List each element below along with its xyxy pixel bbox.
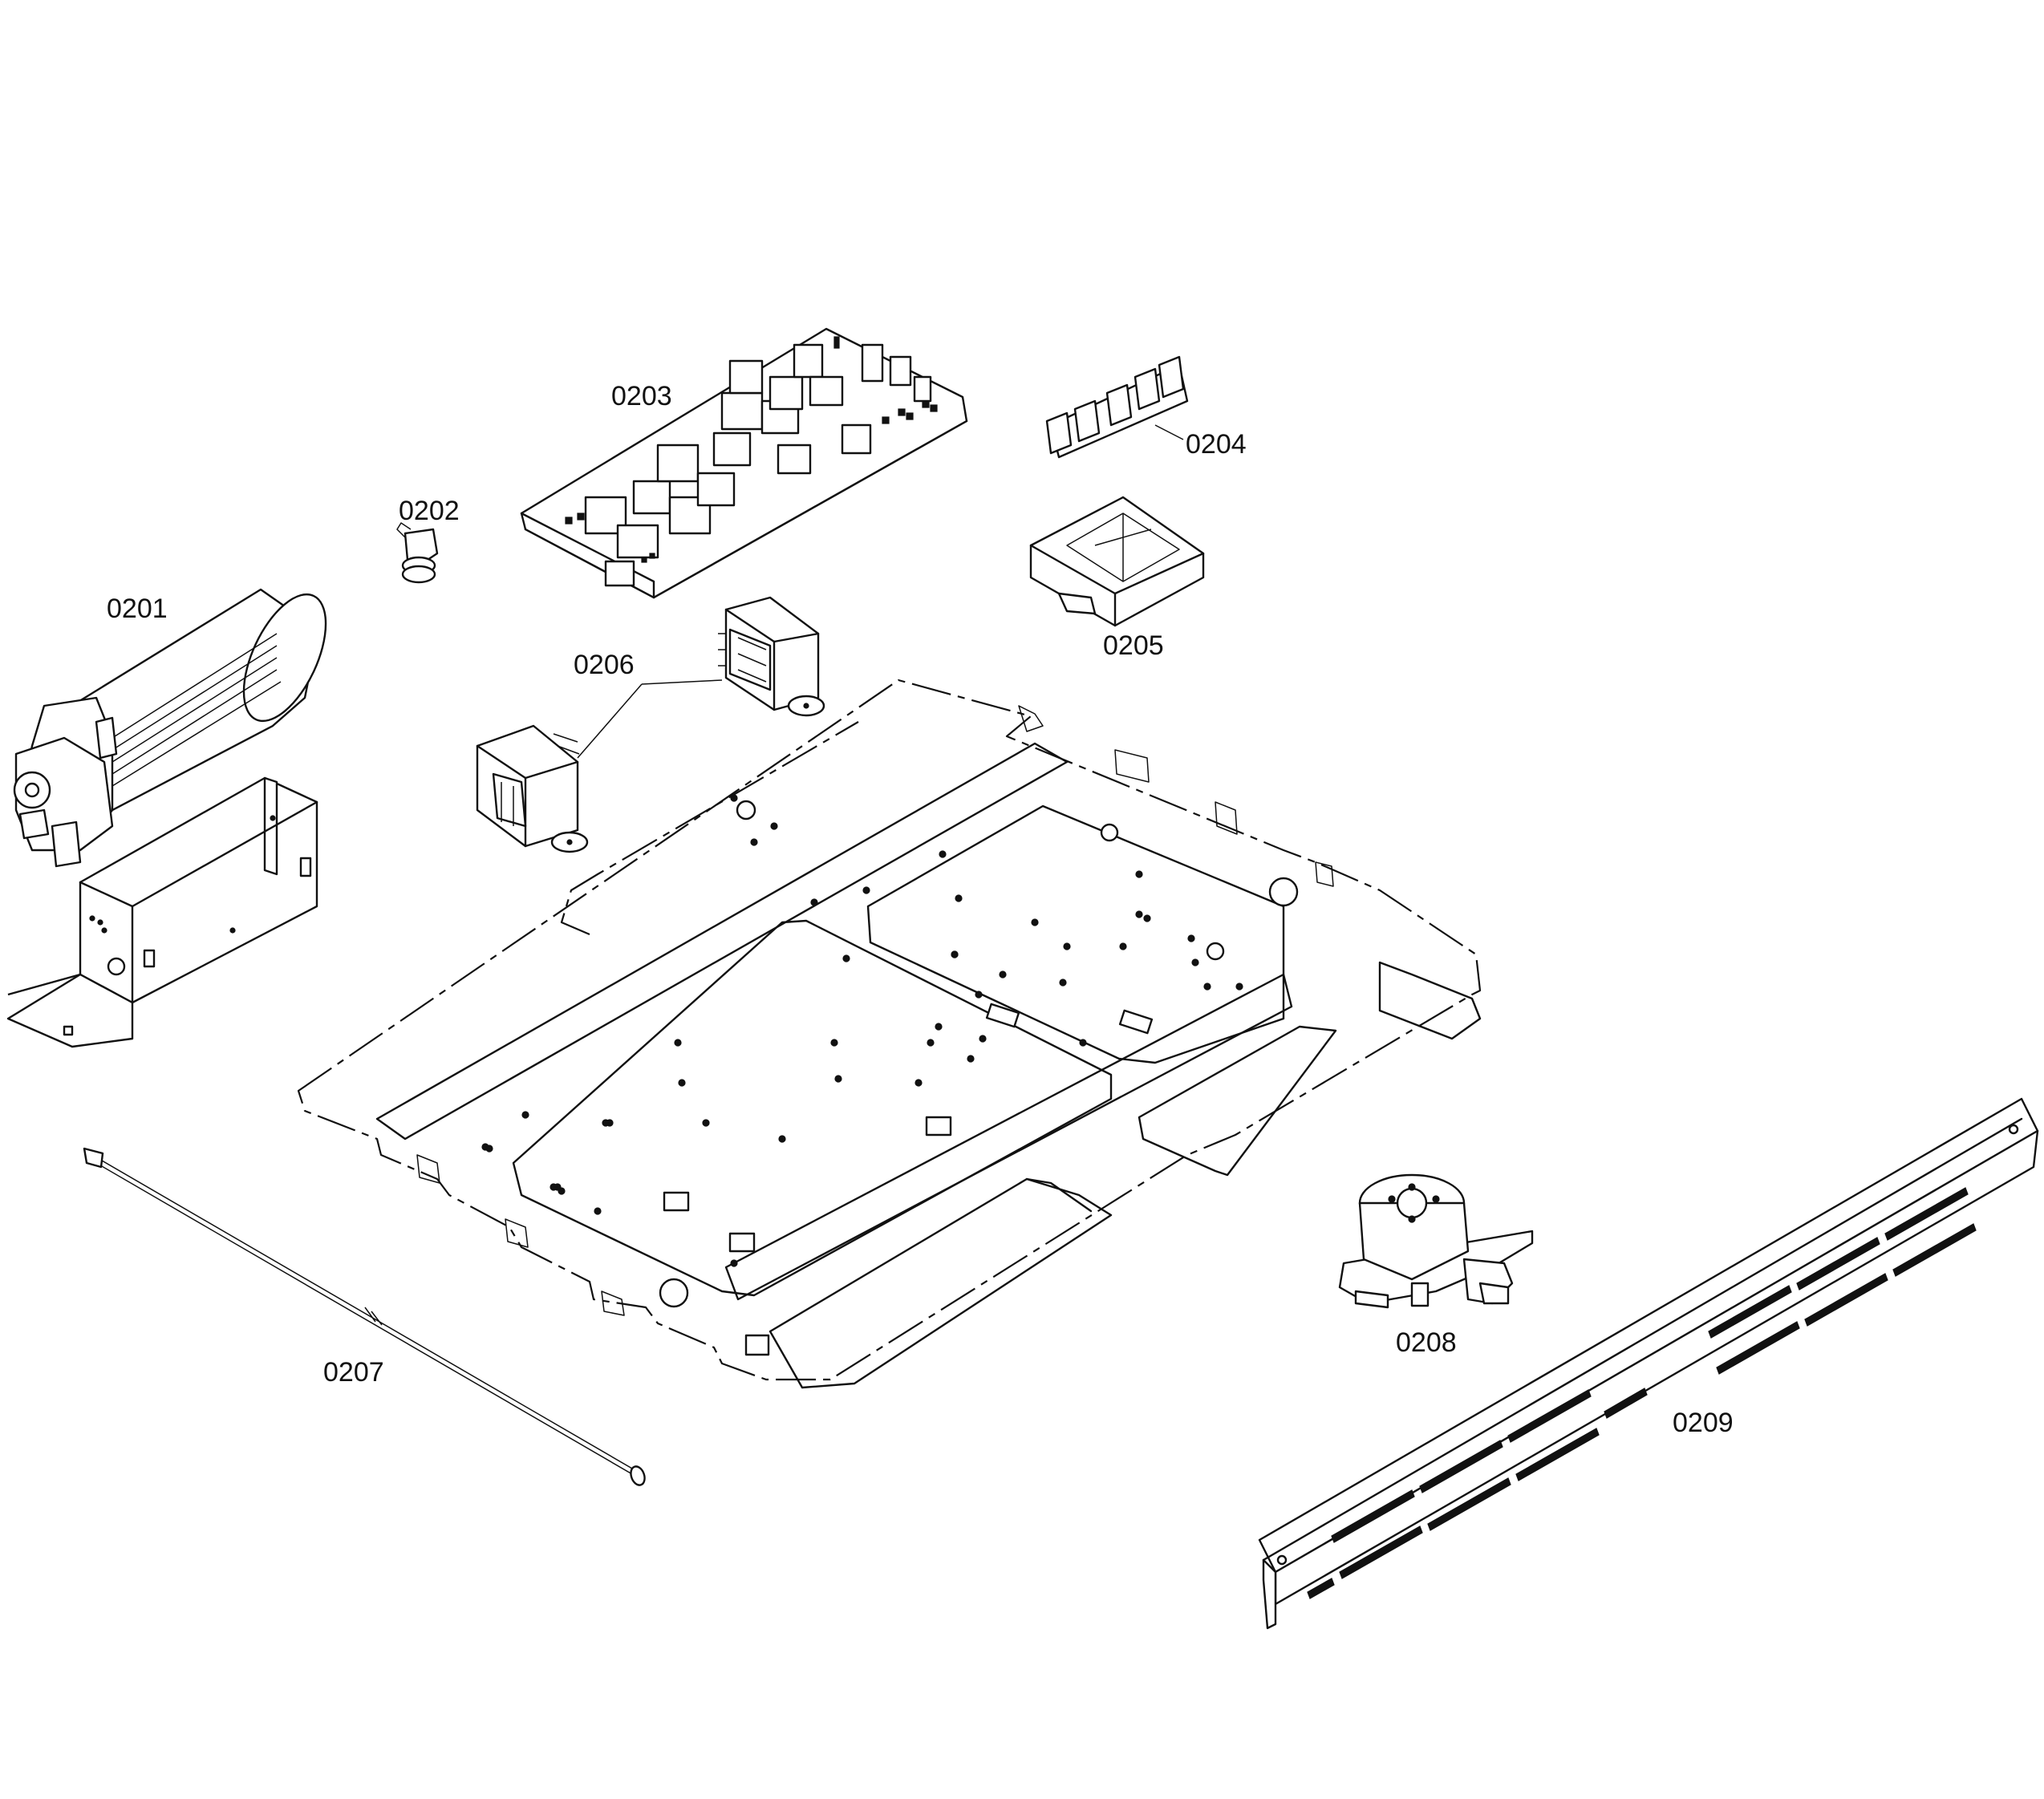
label-0207: 0207 (323, 1357, 384, 1388)
label-0208: 0208 (1396, 1327, 1457, 1358)
leader-0206-lower (577, 683, 643, 759)
control-board-0203 (520, 327, 968, 599)
vent-trim-0209 (1258, 1097, 2039, 1630)
door-lock-0208 (1338, 1173, 1534, 1309)
transformer-0206-upper (718, 596, 825, 717)
transformer-0206-lower (476, 724, 589, 853)
oven-sensor-0207 (83, 1147, 646, 1486)
base-plate (297, 679, 1482, 1389)
label-0203: 0203 (611, 381, 672, 411)
leader-0204 (1154, 424, 1184, 440)
leader-0206-upper (641, 679, 723, 685)
label-0206: 0206 (574, 650, 635, 680)
label-0202: 0202 (399, 496, 460, 526)
terminal-strip-0204 (1045, 355, 1189, 459)
label-0201: 0201 (107, 594, 168, 624)
fan-motor-0201 (13, 588, 327, 868)
fan-bracket (6, 776, 318, 1048)
label-0205: 0205 (1103, 630, 1164, 661)
label-0204: 0204 (1186, 429, 1247, 460)
connector-block-0205 (1029, 496, 1205, 627)
label-0209: 0209 (1673, 1408, 1734, 1438)
thermostat-0202 (396, 522, 439, 584)
